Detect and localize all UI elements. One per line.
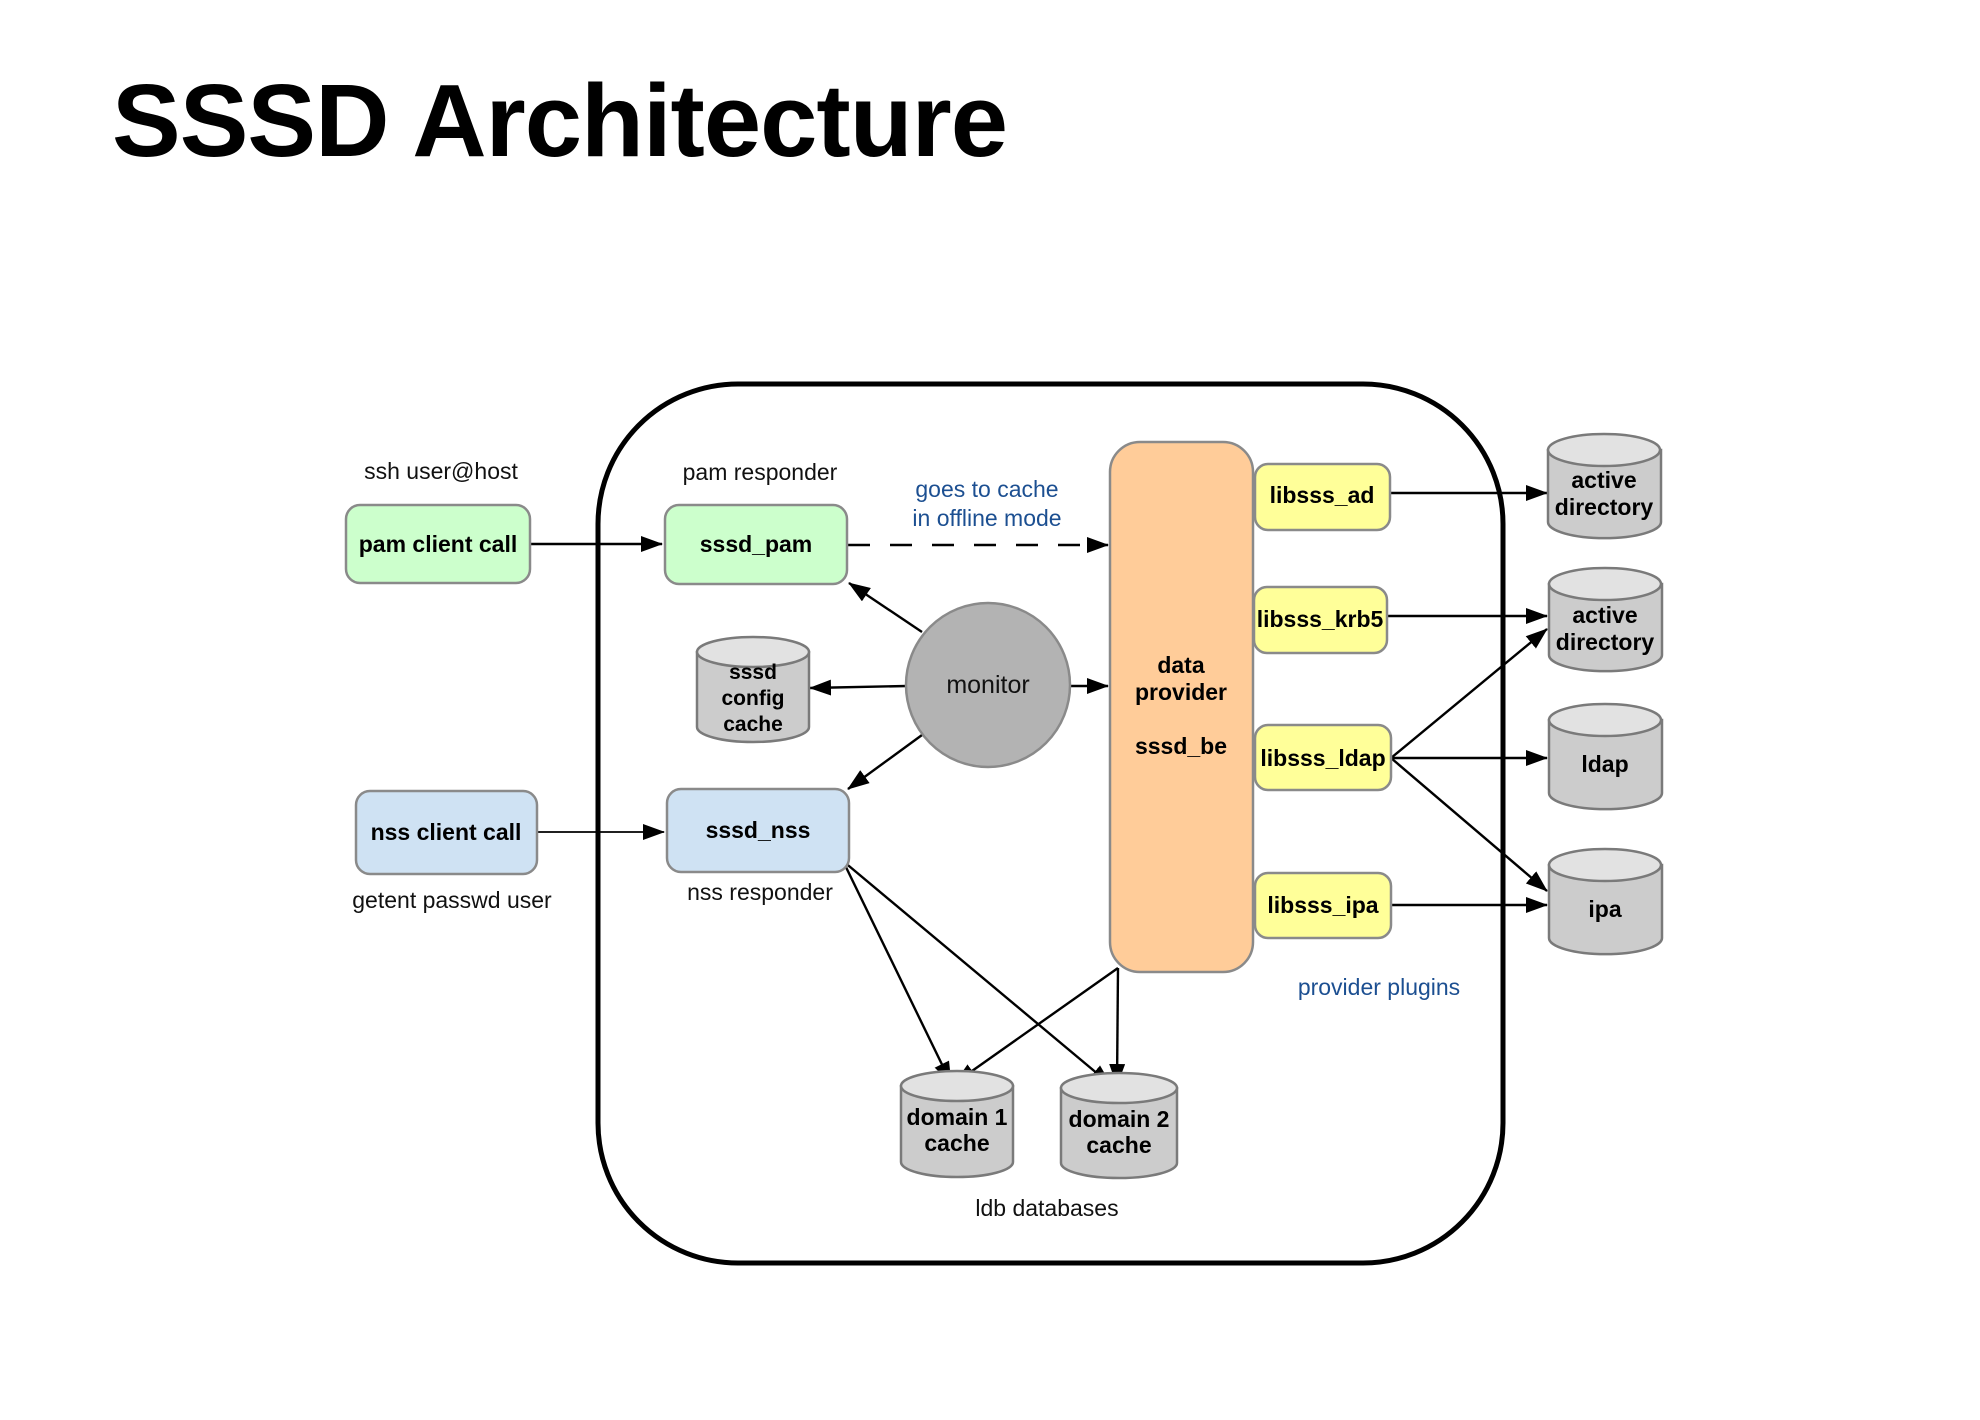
backend-body [1547,718,1664,811]
domain-cache-line2: cache [1086,1132,1151,1158]
nss-client-call-box[interactable]: nss client call [354,789,539,876]
config-cache-body [695,650,811,744]
backend-body [1547,863,1664,956]
domain-cache-line1: domain 1 [907,1104,1008,1130]
sssd-pam-shape [663,503,849,586]
backend-line2: directory [1555,494,1654,520]
domain-cache-body [1059,1086,1179,1180]
sssd-nss-shape [665,787,851,874]
monitor-node[interactable]: monitor [904,601,1072,769]
plugin-shape [1252,585,1389,655]
data-provider-box[interactable]: data provider sssd_be [1108,440,1255,974]
backend-line1: ipa [1588,896,1621,922]
plugin-label: libsss_ipa [1267,892,1378,918]
domain-cache-line1: domain 2 [1069,1106,1170,1132]
backend-body [1546,448,1663,540]
backend-top [1546,432,1662,468]
plugin-shape [1253,723,1393,792]
nss-client-call-shape [354,789,539,876]
edge-nss-to-domain1 [841,860,953,1084]
page-title: SSSD Architecture [112,63,1008,178]
domain-cache-body [899,1084,1015,1179]
edge-ldap-to-ipa [1390,757,1548,892]
config-cache-line1: sssd [729,661,777,684]
domain1-cache-cylinder[interactable]: domain 1 cache [899,1069,1015,1179]
pam-client-call-shape [344,503,532,585]
ldb-databases-caption: ldb databases [975,1195,1118,1221]
config-cache-line2: config [722,687,785,710]
backend-line1: active [1571,467,1636,493]
data-provider-shape [1108,440,1255,974]
edge-monitor-to-sssd-nss [847,734,923,790]
sssd-pam-label: sssd_pam [700,531,813,557]
plugin-shape [1253,871,1393,940]
domain-cache-line2: cache [924,1130,989,1156]
plugin-label: libsss_ldap [1260,745,1385,771]
nss-client-caption: getent passwd user [352,887,552,913]
data-provider-line3: sssd_be [1135,733,1227,759]
pam-client-caption: ssh user@host [364,458,518,484]
plugin-libsss-ipa[interactable]: libsss_ipa [1253,871,1393,940]
pam-responder-caption: pam responder [683,459,838,485]
config-cache-top [695,635,811,669]
plugin-label: libsss_ad [1270,482,1375,508]
offline-note-line1: goes to cache [915,476,1058,502]
config-cache-line3: cache [723,713,783,736]
edge-nss-to-domain2 [842,860,1112,1086]
monitor-label: monitor [946,671,1029,699]
sssd-nss-box[interactable]: sssd_nss [665,787,851,874]
monitor-shape [904,601,1072,769]
backend-line2: directory [1556,629,1655,655]
edge-ldap-to-backend2 [1390,628,1548,759]
edge-monitor-to-config [809,679,908,696]
domain-cache-top [1059,1071,1179,1105]
nss-responder-caption: nss responder [687,879,833,905]
data-provider-line1: data [1157,652,1205,678]
backend-top [1547,702,1663,738]
backend-top [1547,847,1663,883]
plugin-libsss-ad[interactable]: libsss_ad [1253,462,1392,532]
domain-cache-top [899,1069,1015,1103]
backend-body [1547,582,1664,673]
plugin-label: libsss_krb5 [1257,606,1384,632]
data-provider-line2: provider [1135,679,1227,705]
pam-client-call-box[interactable]: pam client call [344,503,532,585]
plugin-libsss-krb5[interactable]: libsss_krb5 [1252,585,1389,655]
nss-client-call-label: nss client call [371,819,522,845]
provider-plugins-caption: provider plugins [1298,974,1460,1000]
backend-ipa[interactable]: ipa [1547,847,1664,956]
sssd-nss-label: sssd_nss [706,817,811,843]
backend-ldap[interactable]: ldap [1547,702,1664,811]
config-cache-cylinder[interactable]: sssd config cache [695,635,811,744]
domain2-cache-cylinder[interactable]: domain 2 cache [1059,1071,1179,1180]
pam-client-call-label: pam client call [359,531,518,557]
offline-note-line2: in offline mode [912,505,1061,531]
backend-line1: active [1572,602,1637,628]
plugin-libsss-ldap[interactable]: libsss_ldap [1253,723,1393,792]
backend-active-directory-1[interactable]: active directory [1546,432,1663,540]
backend-top [1547,566,1663,602]
plugin-shape [1253,462,1392,532]
edge-monitor-to-sssd-pam [848,582,923,633]
sssd-pam-box[interactable]: sssd_pam [663,503,849,586]
backend-active-directory-2[interactable]: active directory [1547,566,1664,673]
backend-line1: ldap [1581,751,1628,777]
edge-provider-to-domain1 [954,967,1119,1084]
sssd-boundary [595,381,1506,1266]
edge-provider-to-domain2 [1109,967,1126,1086]
